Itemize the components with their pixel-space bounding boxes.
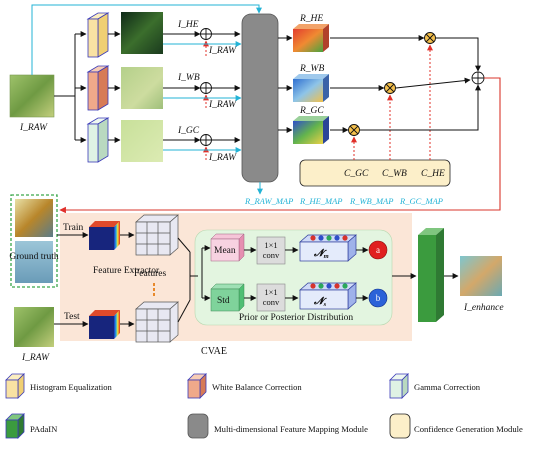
features-label: Features [134, 269, 166, 279]
feedback-line [59, 77, 501, 214]
svg-text:White Balance Correction: White Balance Correction [212, 382, 302, 392]
feature-extractor-cube-bottom [89, 310, 120, 339]
map-he-label: R_HE_MAP [299, 196, 343, 206]
result-cube-gc [293, 116, 329, 144]
distribution-label: Prior or Posterior Distribution [239, 313, 354, 323]
feature-extractor-label: Feature Extractor [93, 266, 160, 276]
svg-text:Histogram Equalization: Histogram Equalization [30, 382, 113, 392]
padain-block [418, 228, 444, 322]
ground-truth-label: Ground truth [9, 252, 59, 262]
r-gc-label: R_GC [299, 106, 324, 116]
std-block [210, 283, 245, 312]
raw-input-image [9, 74, 55, 118]
multiply-node-wb [384, 82, 396, 94]
legend-item-he: Histogram Equalization [5, 373, 113, 399]
svg-text:Gamma Correction: Gamma Correction [414, 382, 481, 392]
multiply-node-gc [348, 124, 360, 136]
i-he-label: I_HE [177, 20, 199, 30]
feature-extractor-cube-top [89, 221, 120, 250]
i-raw-small-1: I_RAW [208, 46, 237, 56]
he-image [121, 12, 163, 54]
nm-label: 𝓝m [313, 248, 329, 260]
c-wb-label: C_WB [382, 169, 407, 179]
subtract-node-wb [200, 82, 212, 94]
conv-box-mean [256, 236, 286, 265]
cvae-title: CVAE [201, 346, 227, 357]
test-raw-image [14, 307, 54, 347]
train-images-frame [10, 194, 58, 288]
sum-node [471, 71, 485, 85]
mult-wb-to-sum [395, 77, 471, 89]
i-gc-label: I_GC [177, 126, 200, 136]
mean-label: Mean [214, 246, 236, 256]
wb-block [86, 65, 110, 111]
b-node [368, 288, 388, 308]
std-label: Std [217, 296, 230, 306]
legend-item-wb: White Balance Correction [187, 373, 302, 399]
nm-block [299, 234, 357, 262]
legend-item-confidence: Confidence Generation Module [389, 413, 523, 439]
a-node [368, 240, 388, 260]
r-he-label: R_HE [299, 14, 323, 24]
multiply-node-he [424, 32, 436, 44]
to-distribution [189, 252, 198, 300]
output-image [460, 256, 502, 296]
gc-block [86, 117, 110, 163]
map-gc-label: R_GC_MAP [399, 196, 443, 206]
gc-image [121, 120, 163, 162]
map-raw-label: R_RAW_MAP [244, 196, 293, 206]
confidence-generation-module [299, 159, 451, 187]
train-label: Train [63, 223, 83, 233]
c-gc-label: C_GC [344, 169, 369, 179]
grid-top-out [177, 237, 191, 253]
map-wb-label: R_WB_MAP [349, 196, 393, 206]
ns-block [299, 282, 357, 310]
i-raw-small-2: I_RAW [208, 100, 237, 110]
mean-block [210, 233, 245, 262]
legend-item-padain: PAdaIN [5, 413, 58, 439]
feature-mapping-module [241, 13, 279, 183]
svg-text:PAdaIN: PAdaIN [30, 424, 58, 434]
legend-item-feature-mapping: Multi-dimensional Feature Mapping Module [187, 413, 368, 439]
ground-truth-image [15, 241, 53, 283]
c-he-label: C_HE [421, 169, 445, 179]
test-raw-label: I_RAW [21, 353, 50, 363]
feature-grid-bottom [135, 301, 179, 343]
r-wb-label: R_WB [299, 64, 324, 74]
skip-raw-to-module [31, 4, 262, 75]
he-block [86, 12, 110, 58]
i-raw-small-3: I_RAW [208, 153, 237, 163]
mult-gc-to-sum [360, 84, 481, 131]
a-label: a [376, 245, 380, 255]
conv-box-std [256, 283, 286, 312]
grid-bottom-out [177, 299, 191, 323]
result-cube-wb [293, 74, 329, 102]
result-cube-he [293, 24, 329, 52]
raw-branch-lines [54, 34, 76, 140]
svg-text:Multi-dimensional Feature Mapp: Multi-dimensional Feature Mapping Module [214, 424, 368, 434]
i-wb-label: I_WB [177, 73, 200, 83]
train-raw-image [15, 199, 53, 237]
subtract-node-he [200, 28, 212, 40]
legend-item-gc: Gamma Correction [389, 373, 481, 399]
ns-label: 𝓝s [313, 296, 327, 308]
output-label: I_enhance [463, 303, 504, 313]
subtract-node-gc [200, 134, 212, 146]
raw-input-label: I_RAW [19, 123, 48, 133]
mult-he-to-sum [436, 37, 481, 72]
wb-image [121, 67, 163, 109]
test-label: Test [64, 312, 80, 322]
svg-text:Confidence Generation Module: Confidence Generation Module [414, 424, 523, 434]
legend: Histogram Equalization White Balance Cor… [5, 373, 523, 439]
feature-grid-top [135, 214, 179, 256]
b-label: b [376, 293, 381, 303]
